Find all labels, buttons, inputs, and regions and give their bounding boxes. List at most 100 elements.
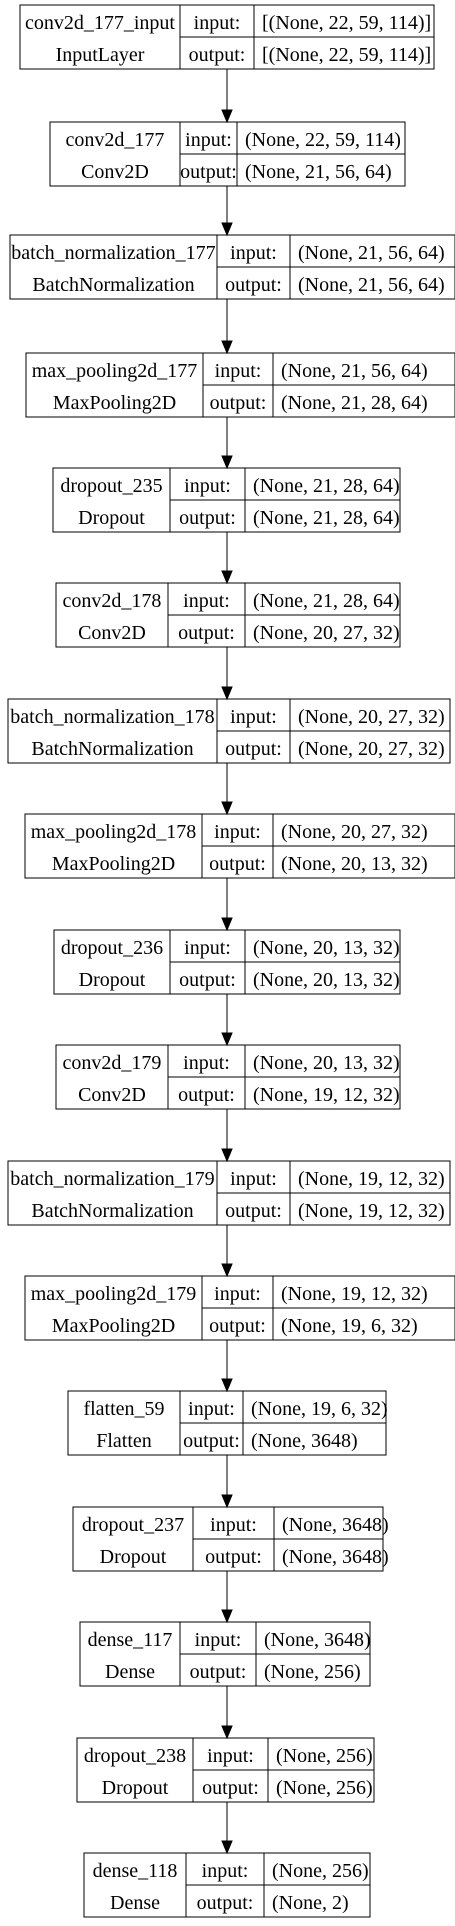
layer-type: Dense	[105, 1661, 155, 1683]
input-shape: (None, 22, 59, 114)	[245, 129, 401, 151]
input-shape: [(None, 22, 59, 114)]	[262, 12, 431, 34]
nodes: conv2d_177_inputInputLayerinput:output:[…	[7, 4, 455, 1918]
output-shape: (None, 19, 12, 32)	[298, 1200, 445, 1222]
layer-node: batch_normalization_177BatchNormalizatio…	[9, 234, 455, 300]
arrowhead-icon	[221, 1840, 233, 1855]
input-shape: (None, 20, 13, 32)	[253, 1052, 400, 1074]
output-label: output:	[197, 1892, 254, 1914]
layer-type: InputLayer	[56, 44, 145, 66]
arrowhead-icon	[221, 1032, 233, 1047]
layer-node: batch_normalization_179BatchNormalizatio…	[7, 1160, 451, 1226]
output-shape: (None, 256)	[276, 1777, 373, 1799]
input-shape: (None, 21, 28, 64)	[253, 475, 400, 497]
output-shape: (None, 20, 27, 32)	[298, 738, 445, 760]
layer-type: Conv2D	[78, 1084, 146, 1106]
layer-node: max_pooling2d_179MaxPooling2Dinput:outpu…	[24, 1275, 455, 1341]
input-shape: (None, 256)	[276, 1745, 373, 1767]
input-shape: (None, 20, 27, 32)	[298, 706, 445, 728]
layer-node: max_pooling2d_178MaxPooling2Dinput:outpu…	[24, 813, 455, 879]
output-shape: (None, 20, 27, 32)	[253, 622, 400, 644]
output-label: output:	[209, 853, 266, 875]
output-label: output:	[190, 1661, 247, 1683]
layer-type: BatchNormalization	[31, 738, 193, 760]
input-shape: (None, 19, 12, 32)	[298, 1168, 445, 1190]
output-label: output:	[225, 1200, 282, 1222]
input-shape: (None, 21, 56, 64)	[298, 242, 445, 264]
output-label: output:	[179, 507, 236, 529]
output-shape: (None, 21, 28, 64)	[253, 507, 400, 529]
input-shape: (None, 256)	[272, 1860, 369, 1882]
arrowhead-icon	[221, 1378, 233, 1393]
input-shape: (None, 19, 12, 32)	[281, 1283, 428, 1305]
output-shape: (None, 2)	[272, 1892, 349, 1914]
output-shape: (None, 21, 56, 64)	[298, 274, 445, 296]
layer-name: dense_118	[93, 1860, 178, 1882]
layer-type: MaxPooling2D	[53, 392, 176, 414]
input-shape: (None, 19, 6, 32)	[251, 1398, 388, 1420]
layer-box	[24, 813, 455, 879]
layer-type: Dropout	[102, 1777, 169, 1799]
layer-name: conv2d_179	[63, 1052, 162, 1074]
layer-type: Conv2D	[81, 161, 149, 183]
input-shape: (None, 21, 56, 64)	[281, 360, 428, 382]
layer-name: conv2d_177	[66, 129, 165, 151]
output-label: output:	[225, 274, 282, 296]
output-label: output:	[205, 1546, 262, 1568]
output-label: output:	[225, 738, 282, 760]
input-label: input:	[230, 706, 277, 728]
output-shape: (None, 19, 12, 32)	[253, 1084, 400, 1106]
output-label: output:	[209, 1315, 266, 1337]
input-label: input:	[214, 1283, 261, 1305]
input-label: input:	[183, 1052, 230, 1074]
layer-box	[9, 234, 455, 300]
output-label: output:	[189, 44, 246, 66]
input-label: input:	[230, 242, 277, 264]
layer-name: batch_normalization_177	[11, 242, 215, 264]
layer-box	[25, 352, 455, 418]
layer-type: BatchNormalization	[31, 1200, 193, 1222]
arrowhead-icon	[221, 222, 233, 237]
input-label: input:	[215, 360, 262, 382]
input-label: input:	[185, 129, 232, 151]
arrowhead-icon	[221, 340, 233, 355]
input-label: input:	[210, 1514, 257, 1536]
output-shape: (None, 20, 13, 32)	[253, 969, 400, 991]
output-shape: (None, 21, 56, 64)	[245, 161, 392, 183]
arrowhead-icon	[221, 1148, 233, 1163]
edges	[221, 69, 233, 1855]
output-label: output:	[179, 969, 236, 991]
layer-name: conv2d_178	[63, 590, 162, 612]
output-label: output:	[202, 1777, 259, 1799]
output-label: output:	[178, 1084, 235, 1106]
arrowhead-icon	[221, 1494, 233, 1509]
layer-name: dropout_238	[84, 1745, 186, 1767]
layer-name: batch_normalization_179	[10, 1168, 214, 1190]
output-label: output:	[183, 1430, 240, 1452]
output-label: output:	[180, 161, 237, 183]
layer-node: max_pooling2d_177MaxPooling2Dinput:outpu…	[25, 352, 455, 418]
input-label: input:	[184, 475, 231, 497]
layer-type: Flatten	[96, 1430, 152, 1452]
layer-type: Dense	[110, 1892, 160, 1914]
output-shape: (None, 20, 13, 32)	[281, 853, 428, 875]
layer-name: flatten_59	[83, 1398, 164, 1420]
input-shape: (None, 20, 27, 32)	[281, 821, 428, 843]
layer-type: Dropout	[78, 507, 145, 529]
arrowhead-icon	[221, 1609, 233, 1624]
layer-name: batch_normalization_178	[10, 706, 214, 728]
arrowhead-icon	[221, 917, 233, 932]
input-label: input:	[194, 12, 241, 34]
layer-type: MaxPooling2D	[52, 1315, 175, 1337]
output-shape: (None, 256)	[264, 1661, 361, 1683]
layer-name: dropout_236	[61, 937, 163, 959]
input-label: input:	[195, 1629, 242, 1651]
layer-box	[24, 1275, 455, 1341]
input-label: input:	[207, 1745, 254, 1767]
